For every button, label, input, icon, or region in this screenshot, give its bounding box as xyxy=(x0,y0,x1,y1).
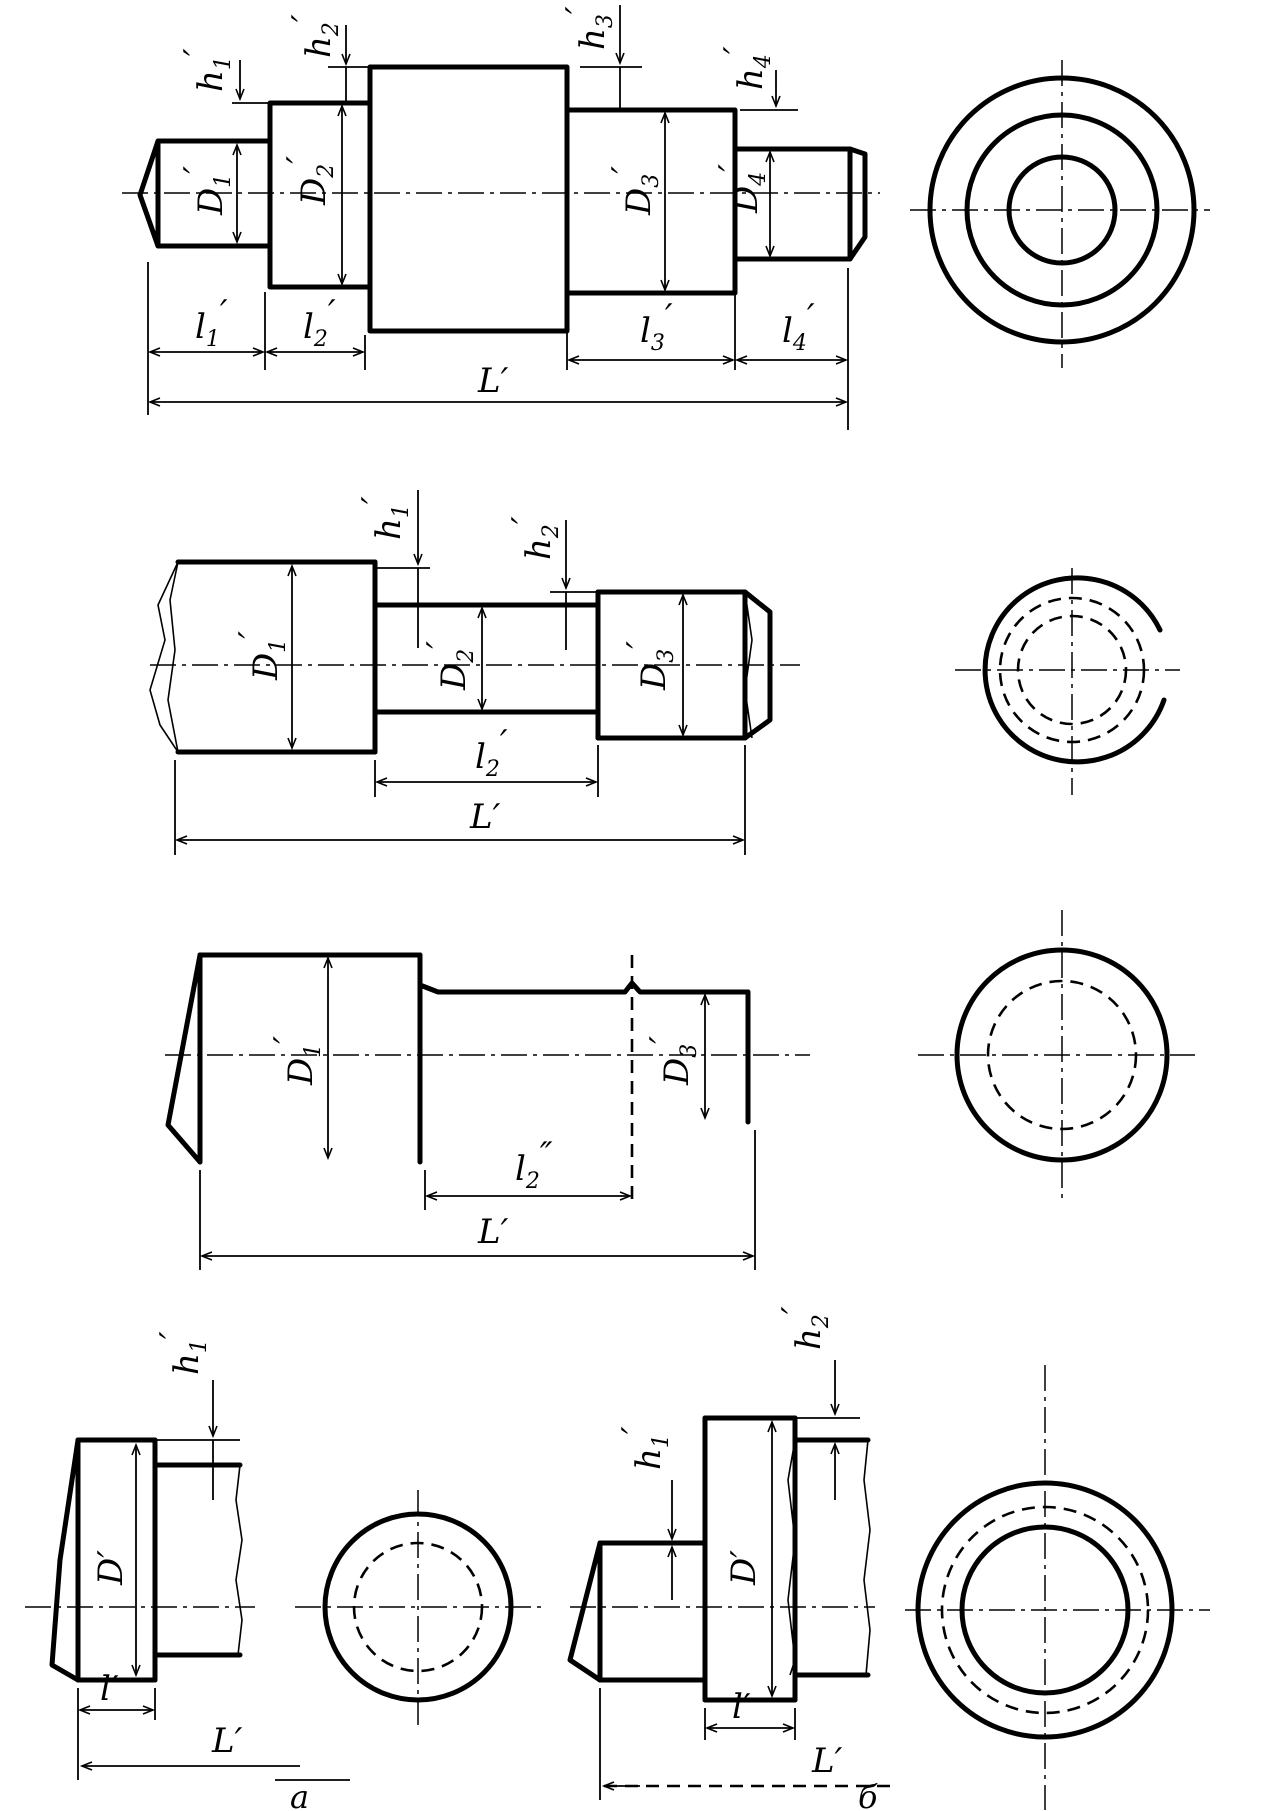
label-D: D′ xyxy=(724,1550,764,1586)
label-l3: l3′ xyxy=(640,297,673,356)
figure-4a-shaft-end: h1′ D′ l′ L′ а xyxy=(25,1331,545,1811)
label-l1: l1′ xyxy=(195,293,228,352)
label-l2: l2″ xyxy=(515,1135,553,1194)
label-h2: h2′ xyxy=(285,14,344,58)
label-D1: D1′ xyxy=(267,1036,326,1086)
label-l2: l2′ xyxy=(303,293,336,352)
label-l: l′ xyxy=(100,1669,119,1709)
label-D: D′ xyxy=(91,1550,131,1586)
label-D1: D1′ xyxy=(177,166,236,216)
figure-3-shaft-with-grooves: D1′ D3′ l2″ L′ xyxy=(165,910,1195,1270)
label-L: L′ xyxy=(211,1721,243,1761)
label-l4: l4′ xyxy=(782,297,815,356)
label-h3: h3′ xyxy=(559,6,618,50)
label-h1: h1′ xyxy=(615,1426,674,1470)
end-view-4b xyxy=(905,1365,1210,1810)
end-view-2 xyxy=(955,568,1180,795)
end-view-3 xyxy=(918,910,1195,1200)
label-L: L′ xyxy=(811,1741,843,1781)
label-D4: D4′ xyxy=(712,164,771,214)
label-h1: h1′ xyxy=(153,1331,212,1375)
label-D3: D3′ xyxy=(643,1036,702,1086)
label-L: L′ xyxy=(477,361,509,401)
label-l: l′ xyxy=(732,1687,751,1727)
label-D3: D3′ xyxy=(620,641,679,691)
label-L: L′ xyxy=(477,1212,509,1252)
end-view-1 xyxy=(910,60,1210,368)
caption-b: б xyxy=(858,1778,878,1811)
label-D2: D2′ xyxy=(280,156,339,206)
label-h1: h1′ xyxy=(355,496,414,540)
label-L: L′ xyxy=(469,797,501,837)
label-h4: h4′ xyxy=(717,46,776,90)
figure-1-stepped-shaft: h1′ h2′ h3′ h4′ D1′ D2′ D3′ D4′ l1′ l2′ … xyxy=(122,5,1210,430)
label-D2: D2′ xyxy=(420,641,479,691)
end-view-4a xyxy=(295,1490,545,1725)
label-h1: h1′ xyxy=(177,48,236,92)
label-D3: D3′ xyxy=(605,166,664,216)
figure-4b-shaft-collar: h1′ h2′ D′ l′ L′ б xyxy=(567,1306,1210,1811)
label-h2: h2′ xyxy=(775,1306,834,1350)
label-h2: h2′ xyxy=(505,516,564,560)
caption-a: а xyxy=(290,1778,309,1811)
label-D1: D1′ xyxy=(232,631,291,681)
figure-2-stepped-shaft: h1′ h2′ D1′ D2′ D3′ l2′ L′ xyxy=(149,490,1180,855)
label-l2: l2′ xyxy=(475,723,508,782)
